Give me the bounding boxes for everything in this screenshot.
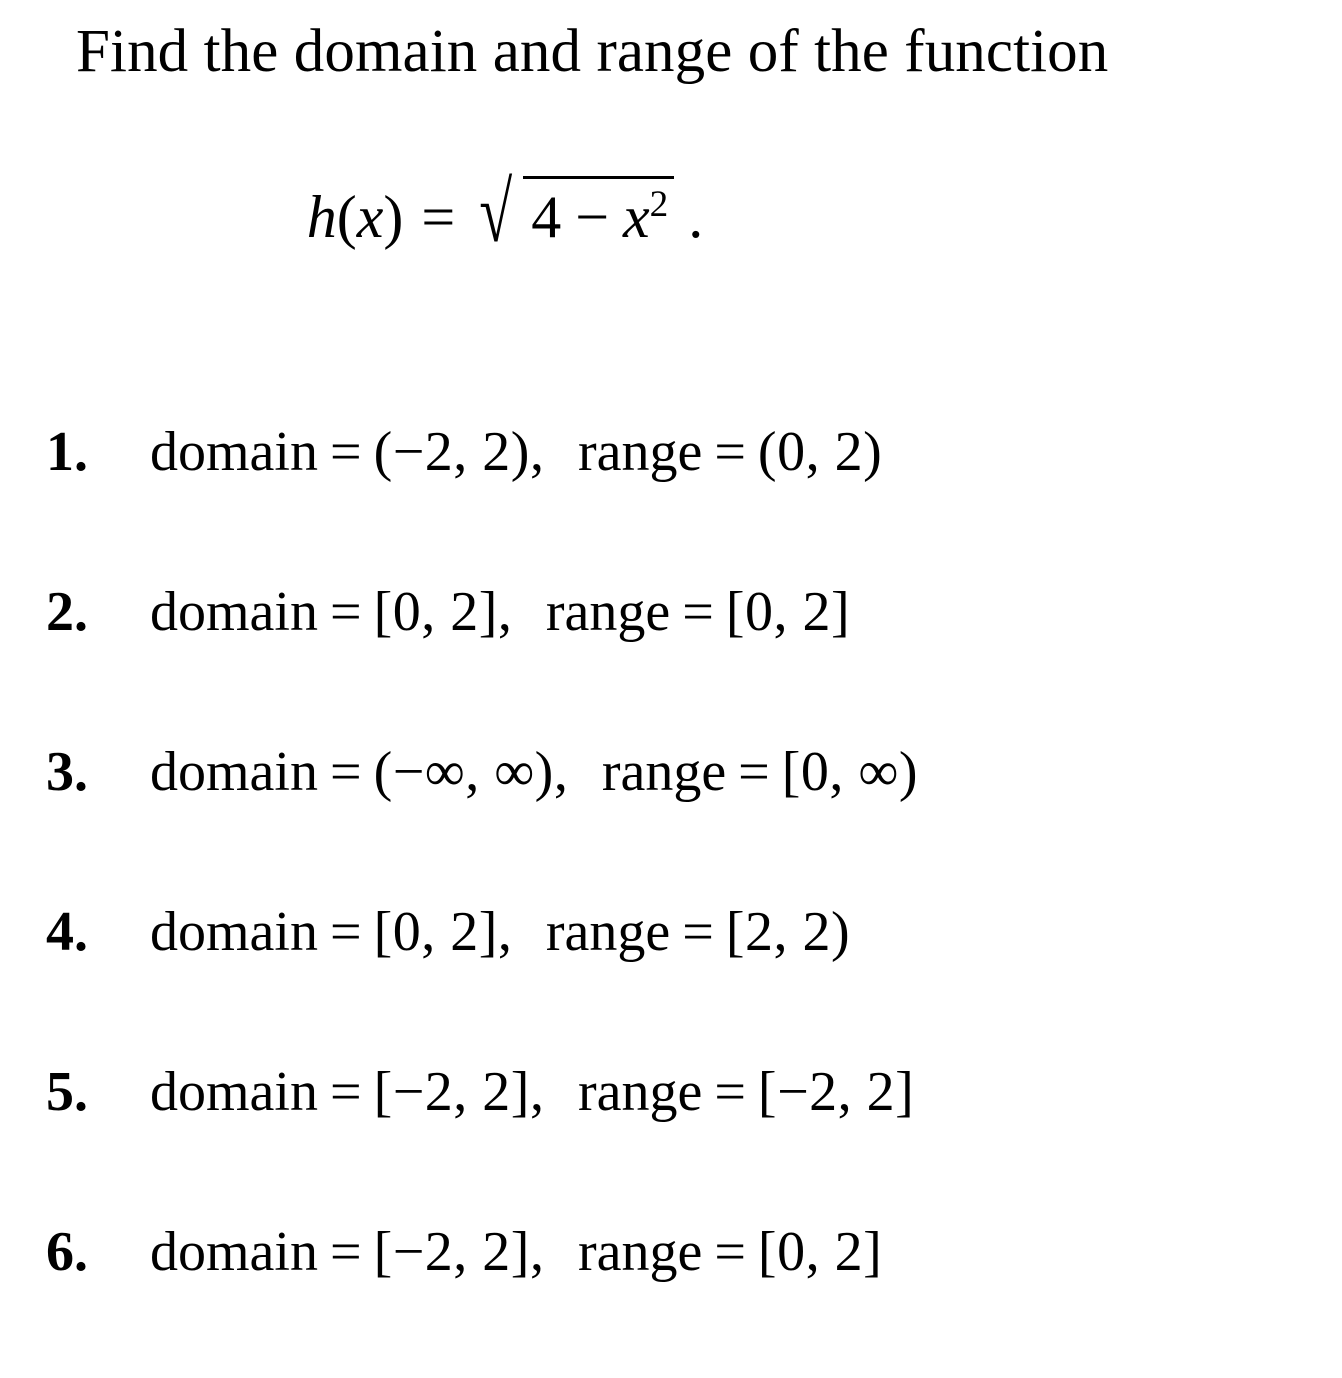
question-stem: Find the domain and range of the functio… (76, 18, 1109, 85)
domain-equals-sign: = (329, 421, 362, 483)
option-number: 2. (46, 581, 88, 643)
radicand-variable: x (623, 184, 650, 250)
formula-equals-sign: = (421, 184, 456, 250)
answer-option-6[interactable]: 6. domain=[−2, 2],range=[0, 2] (0, 1218, 1342, 1378)
domain-equals-sign: = (329, 741, 362, 803)
range-label: range (601, 741, 727, 803)
range-label: range (577, 1061, 703, 1123)
formula-function-name: h (306, 184, 337, 250)
domain-interval: [0, 2] (373, 581, 498, 643)
domain-label: domain (150, 901, 318, 963)
range-interval: [0, 2] (757, 1221, 883, 1283)
answer-option-5[interactable]: 5. domain=[−2, 2],range=[−2, 2] (0, 1058, 1342, 1218)
range-label: range (545, 581, 671, 643)
range-equals-sign: = (714, 1061, 746, 1123)
answer-option-1[interactable]: 1. domain=(−2, 2),range=(0, 2) (0, 418, 1342, 578)
answer-options-list: 1. domain=(−2, 2),range=(0, 2) 2. domain… (0, 418, 1342, 1378)
option-number: 3. (46, 741, 88, 803)
option-number: 5. (46, 1061, 88, 1123)
range-interval: [0, ∞) (781, 741, 918, 803)
domain-interval: (−2, 2) (373, 421, 530, 483)
answer-option-4[interactable]: 4. domain=[0, 2],range=[2, 2) (0, 898, 1342, 1058)
formula-minus-sign: − (575, 184, 610, 250)
range-interval: [2, 2) (725, 901, 851, 963)
option-separator: , (529, 421, 544, 483)
range-label: range (577, 1221, 703, 1283)
option-separator: , (497, 581, 512, 643)
option-separator: , (529, 1061, 544, 1123)
option-body: domain=[0, 2],range=[0, 2] (150, 578, 850, 646)
radicand: 4−x2 (523, 176, 675, 252)
option-number: 4. (46, 901, 88, 963)
range-equals-sign: = (714, 421, 746, 483)
option-body: domain=(−∞, ∞),range=[0, ∞) (150, 738, 918, 806)
range-equals-sign: = (714, 1221, 746, 1283)
range-interval: [−2, 2] (757, 1061, 915, 1123)
domain-label: domain (150, 581, 318, 643)
domain-label: domain (150, 1221, 318, 1283)
domain-label: domain (150, 741, 318, 803)
range-equals-sign: = (738, 741, 770, 803)
option-body: domain=[−2, 2],range=[0, 2] (150, 1218, 882, 1286)
domain-interval: [0, 2] (373, 901, 498, 963)
function-formula: h(x)=√4−x2. (0, 170, 1010, 255)
option-number: 6. (46, 1221, 88, 1283)
domain-label: domain (150, 421, 318, 483)
option-body: domain=(−2, 2),range=(0, 2) (150, 418, 882, 486)
option-body: domain=[0, 2],range=[2, 2) (150, 898, 850, 966)
domain-equals-sign: = (329, 1061, 362, 1123)
question-page: Find the domain and range of the functio… (0, 18, 1109, 1283)
radical-icon: √ (479, 165, 513, 260)
answer-option-2[interactable]: 2. domain=[0, 2],range=[0, 2] (0, 578, 1342, 738)
formula-close-paren: ) (383, 184, 404, 250)
option-number: 1. (46, 421, 88, 483)
range-interval: [0, 2] (725, 581, 851, 643)
domain-interval: [−2, 2] (373, 1221, 530, 1283)
range-equals-sign: = (682, 901, 714, 963)
radicand-exponent: 2 (649, 184, 669, 225)
option-separator: , (529, 1221, 544, 1283)
domain-equals-sign: = (329, 901, 362, 963)
range-interval: (0, 2) (757, 421, 883, 483)
range-label: range (577, 421, 703, 483)
domain-label: domain (150, 1061, 318, 1123)
radicand-number: 4 (531, 184, 562, 250)
range-label: range (545, 901, 671, 963)
option-separator: , (553, 741, 568, 803)
option-separator: , (497, 901, 512, 963)
formula-variable: x (356, 184, 384, 250)
domain-equals-sign: = (329, 1221, 362, 1283)
option-body: domain=[−2, 2],range=[−2, 2] (150, 1058, 914, 1126)
domain-interval: (−∞, ∞) (373, 741, 554, 803)
square-root-expression: √4−x2 (479, 170, 675, 255)
formula-period: . (688, 184, 704, 250)
range-equals-sign: = (682, 581, 714, 643)
answer-option-3[interactable]: 3. domain=(−∞, ∞),range=[0, ∞) (0, 738, 1342, 898)
domain-interval: [−2, 2] (373, 1061, 530, 1123)
formula-open-paren: ( (336, 184, 357, 250)
domain-equals-sign: = (329, 581, 362, 643)
